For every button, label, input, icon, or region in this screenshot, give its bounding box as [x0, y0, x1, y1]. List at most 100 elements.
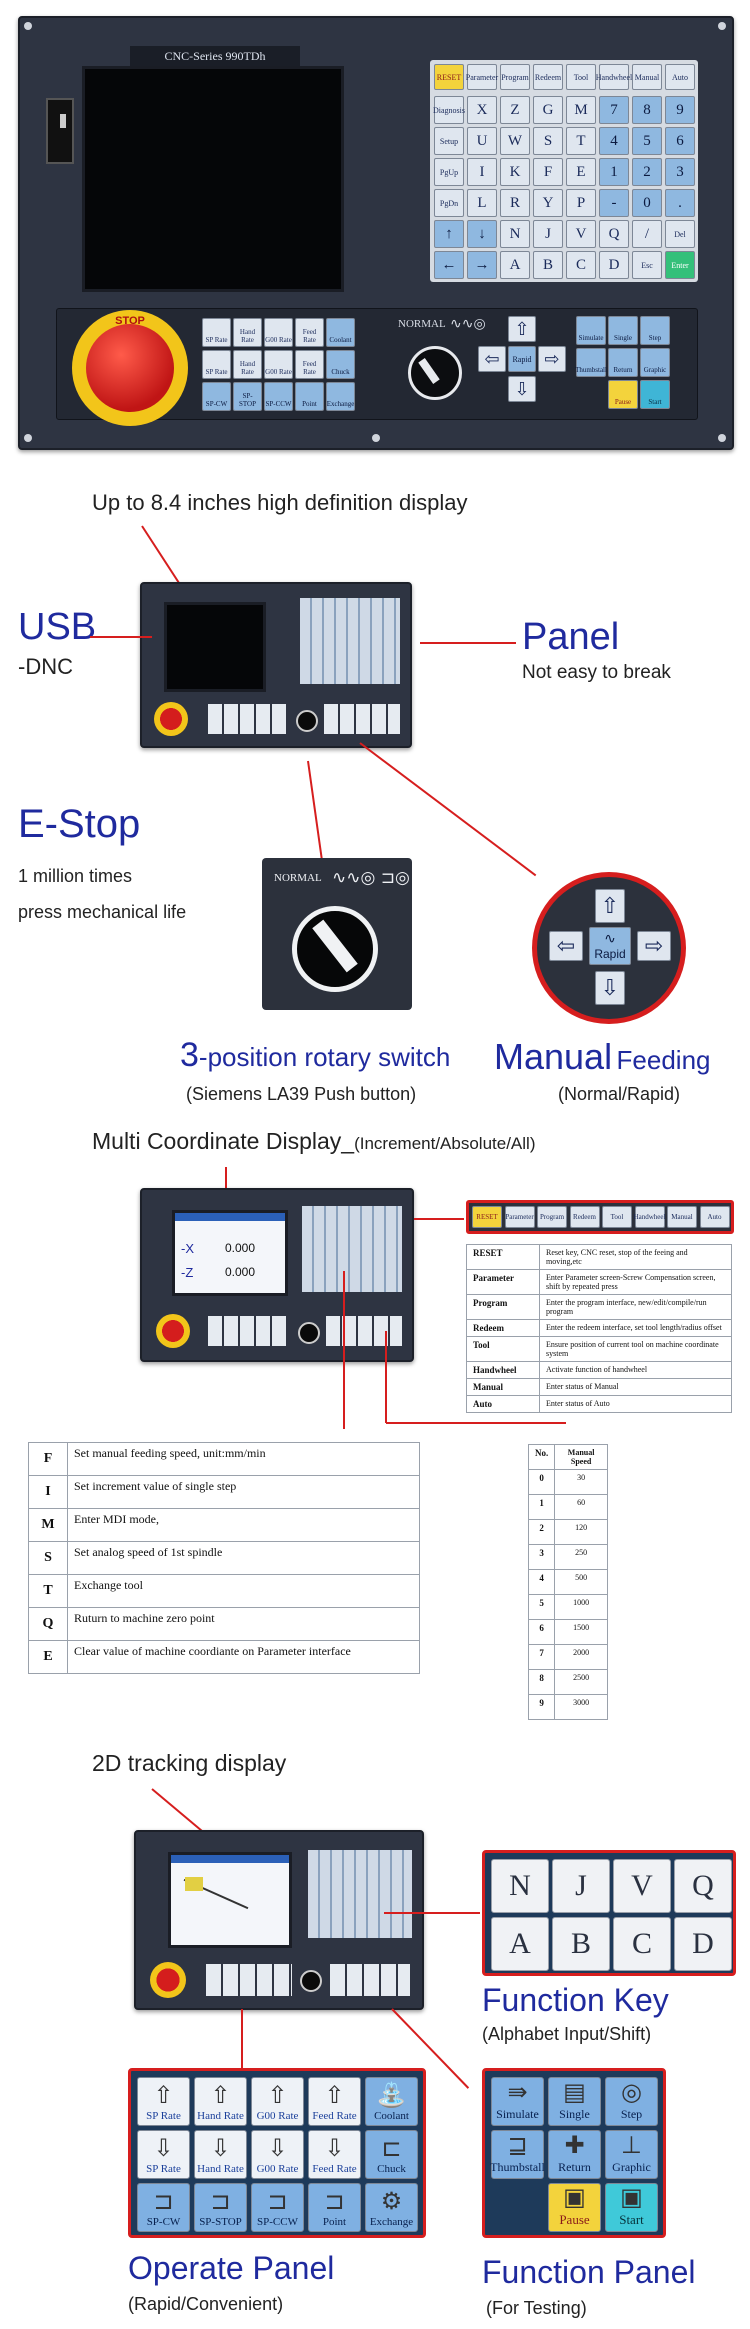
- keypad-key-3-2-7[interactable]: 3: [665, 158, 695, 186]
- func-key-start[interactable]: Start: [640, 380, 670, 409]
- keypad-key-v-4-4[interactable]: V: [566, 220, 596, 248]
- arrow-up-icon[interactable]: ⇧: [508, 316, 536, 342]
- zoom-op-key-g00-rate-0[interactable]: ⇧G00 Rate: [251, 2077, 304, 2126]
- fn-key-handwheel[interactable]: Handwheel: [596, 64, 632, 90]
- strip-key-redeem[interactable]: Redeem: [569, 1206, 600, 1228]
- op-key-hand-rate-0[interactable]: Hand Rate: [233, 318, 262, 347]
- func-key-pause[interactable]: Pause: [608, 380, 638, 409]
- zoom-op-key-feed-rate-0[interactable]: ⇧Feed Rate: [308, 2077, 361, 2126]
- keypad-key-z-0-2[interactable]: Z: [500, 96, 530, 124]
- keypad-key-n-4-2[interactable]: N: [500, 220, 530, 248]
- usb-port[interactable]: [46, 98, 74, 164]
- rapid-button[interactable]: Rapid: [508, 346, 536, 372]
- keypad-key-r-3-2[interactable]: R: [500, 189, 530, 217]
- keypad-key-l-3-1[interactable]: L: [467, 189, 497, 217]
- func-key-return[interactable]: Return: [608, 348, 638, 377]
- zoom-op-key-g00-rate-1[interactable]: ⇩G00 Rate: [251, 2130, 304, 2179]
- zoom-op-key-point-2[interactable]: ⊐Point: [308, 2183, 361, 2232]
- zoom-op-key-hand-rate-1[interactable]: ⇩Hand Rate: [194, 2130, 247, 2179]
- keypad-key-5-1-6[interactable]: 5: [632, 127, 662, 155]
- keypad-key-b-5-3[interactable]: B: [533, 251, 563, 279]
- keypad-key-sym-3-5[interactable]: -: [599, 189, 629, 217]
- manual-zoom-rapid-button[interactable]: ∿ Rapid: [589, 927, 631, 965]
- keypad-key-a-5-2[interactable]: A: [500, 251, 530, 279]
- keypad-key-i-2-1[interactable]: I: [467, 158, 497, 186]
- zoom-op-key-exchange-2[interactable]: ⚙Exchange: [365, 2183, 418, 2232]
- zoom-func-key-thumbstall[interactable]: ⊒Thumbstall: [490, 2130, 545, 2179]
- keypad-key-7-0-5[interactable]: 7: [599, 96, 629, 124]
- strip-key-program[interactable]: Program: [537, 1206, 567, 1228]
- keypad-key-m-0-4[interactable]: M: [566, 96, 596, 124]
- letter-key-n[interactable]: N: [491, 1859, 549, 1913]
- func-key-step[interactable]: Step: [640, 316, 670, 345]
- fn-key-reset[interactable]: RESET: [434, 64, 464, 90]
- op-key-sp-stop-2[interactable]: SP-STOP: [233, 382, 262, 411]
- zoom-func-key-graphic[interactable]: ⊥Graphic: [605, 2130, 658, 2179]
- op-key-feed-rate-0[interactable]: Feed Rate: [295, 318, 324, 347]
- zoom-op-key-chuck-1[interactable]: ⊏Chuck: [365, 2130, 418, 2179]
- zoom-op-key-coolant-0[interactable]: ⛲Coolant: [365, 2077, 418, 2126]
- strip-key-tool[interactable]: Tool: [602, 1206, 632, 1228]
- keypad-key-e-2-4[interactable]: E: [566, 158, 596, 186]
- keypad-key-sym-4-0[interactable]: ↑: [434, 220, 464, 248]
- letter-key-a[interactable]: A: [491, 1917, 549, 1971]
- zoom-op-key-sp-cw-2[interactable]: ⊐SP-CW: [137, 2183, 190, 2232]
- fn-key-parameter[interactable]: Parameter: [466, 64, 498, 90]
- manual-zoom-down-icon[interactable]: ⇩: [595, 971, 625, 1005]
- op-key-g00-rate-0[interactable]: G00 Rate: [264, 318, 293, 347]
- keypad-key-sym-4-6[interactable]: /: [632, 220, 662, 248]
- keypad-key-sym-3-7[interactable]: .: [665, 189, 695, 217]
- op-key-coolant-0[interactable]: Coolant: [326, 318, 355, 347]
- arrow-down-icon[interactable]: ⇩: [508, 376, 536, 402]
- keypad-key-diagnosis-0-0[interactable]: Diagnosis: [433, 96, 465, 124]
- func-key-thumbstall[interactable]: Thumbstall: [575, 348, 607, 377]
- op-key-sp-ccw-2[interactable]: SP-CCW: [264, 382, 293, 411]
- keypad-key-6-1-7[interactable]: 6: [665, 127, 695, 155]
- op-key-g00-rate-1[interactable]: G00 Rate: [264, 350, 293, 379]
- keypad-key-w-1-2[interactable]: W: [500, 127, 530, 155]
- fn-key-manual[interactable]: Manual: [632, 64, 662, 90]
- zoom-func-key-single[interactable]: ▤Single: [548, 2077, 601, 2126]
- fn-key-redeem[interactable]: Redeem: [533, 64, 563, 90]
- manual-zoom-left-icon[interactable]: ⇦: [549, 931, 583, 961]
- letter-key-b[interactable]: B: [552, 1917, 610, 1971]
- strip-key-reset[interactable]: RESET: [472, 1206, 502, 1228]
- keypad-key-k-2-2[interactable]: K: [500, 158, 530, 186]
- keypad-key-8-0-6[interactable]: 8: [632, 96, 662, 124]
- op-key-chuck-1[interactable]: Chuck: [326, 350, 355, 379]
- keypad-key-f-2-3[interactable]: F: [533, 158, 563, 186]
- zoom-op-key-sp-stop-2[interactable]: ⊐SP-STOP: [194, 2183, 247, 2232]
- manual-zoom-up-icon[interactable]: ⇧: [595, 889, 625, 923]
- strip-key-parameter[interactable]: Parameter: [504, 1206, 535, 1228]
- fn-key-auto[interactable]: Auto: [665, 64, 695, 90]
- zoom-op-key-hand-rate-0[interactable]: ⇧Hand Rate: [194, 2077, 247, 2126]
- keypad-key-sym-5-1[interactable]: →: [467, 251, 497, 279]
- op-key-sp-cw-2[interactable]: SP-CW: [202, 382, 231, 411]
- zoom-func-key-simulate[interactable]: ⇛Simulate: [491, 2077, 544, 2126]
- keypad-key-9-0-7[interactable]: 9: [665, 96, 695, 124]
- zoom-func-key-pause[interactable]: ▣Pause: [548, 2183, 601, 2232]
- op-key-point-2[interactable]: Point: [295, 382, 324, 411]
- keypad-key-setup-1-0[interactable]: Setup: [434, 127, 464, 155]
- keypad-key-2-2-6[interactable]: 2: [632, 158, 662, 186]
- letter-key-d[interactable]: D: [674, 1917, 732, 1971]
- keypad-key-pgdn-3-0[interactable]: PgDn: [434, 189, 464, 217]
- zoom-op-key-sp-rate-1[interactable]: ⇩SP Rate: [137, 2130, 190, 2179]
- arrow-left-icon[interactable]: ⇦: [478, 346, 506, 372]
- op-key-feed-rate-1[interactable]: Feed Rate: [295, 350, 324, 379]
- keypad-key-esc-5-6[interactable]: Esc: [632, 251, 662, 279]
- keypad-key-enter-5-7[interactable]: Enter: [665, 251, 695, 279]
- estop-button[interactable]: [86, 324, 174, 412]
- strip-key-manual[interactable]: Manual: [667, 1206, 697, 1228]
- op-key-sp-rate-0[interactable]: SP Rate: [202, 318, 231, 347]
- keypad-key-pgup-2-0[interactable]: PgUp: [434, 158, 464, 186]
- letter-key-j[interactable]: J: [552, 1859, 610, 1913]
- letter-key-q[interactable]: Q: [674, 1859, 732, 1913]
- keypad-key-c-5-4[interactable]: C: [566, 251, 596, 279]
- keypad-key-p-3-4[interactable]: P: [566, 189, 596, 217]
- op-key-exchange-2[interactable]: Exchange: [326, 382, 355, 411]
- keypad-key-s-1-3[interactable]: S: [533, 127, 563, 155]
- keypad-key-x-0-1[interactable]: X: [467, 96, 497, 124]
- zoom-op-key-feed-rate-1[interactable]: ⇩Feed Rate: [308, 2130, 361, 2179]
- keypad-key-sym-5-0[interactable]: ←: [434, 251, 464, 279]
